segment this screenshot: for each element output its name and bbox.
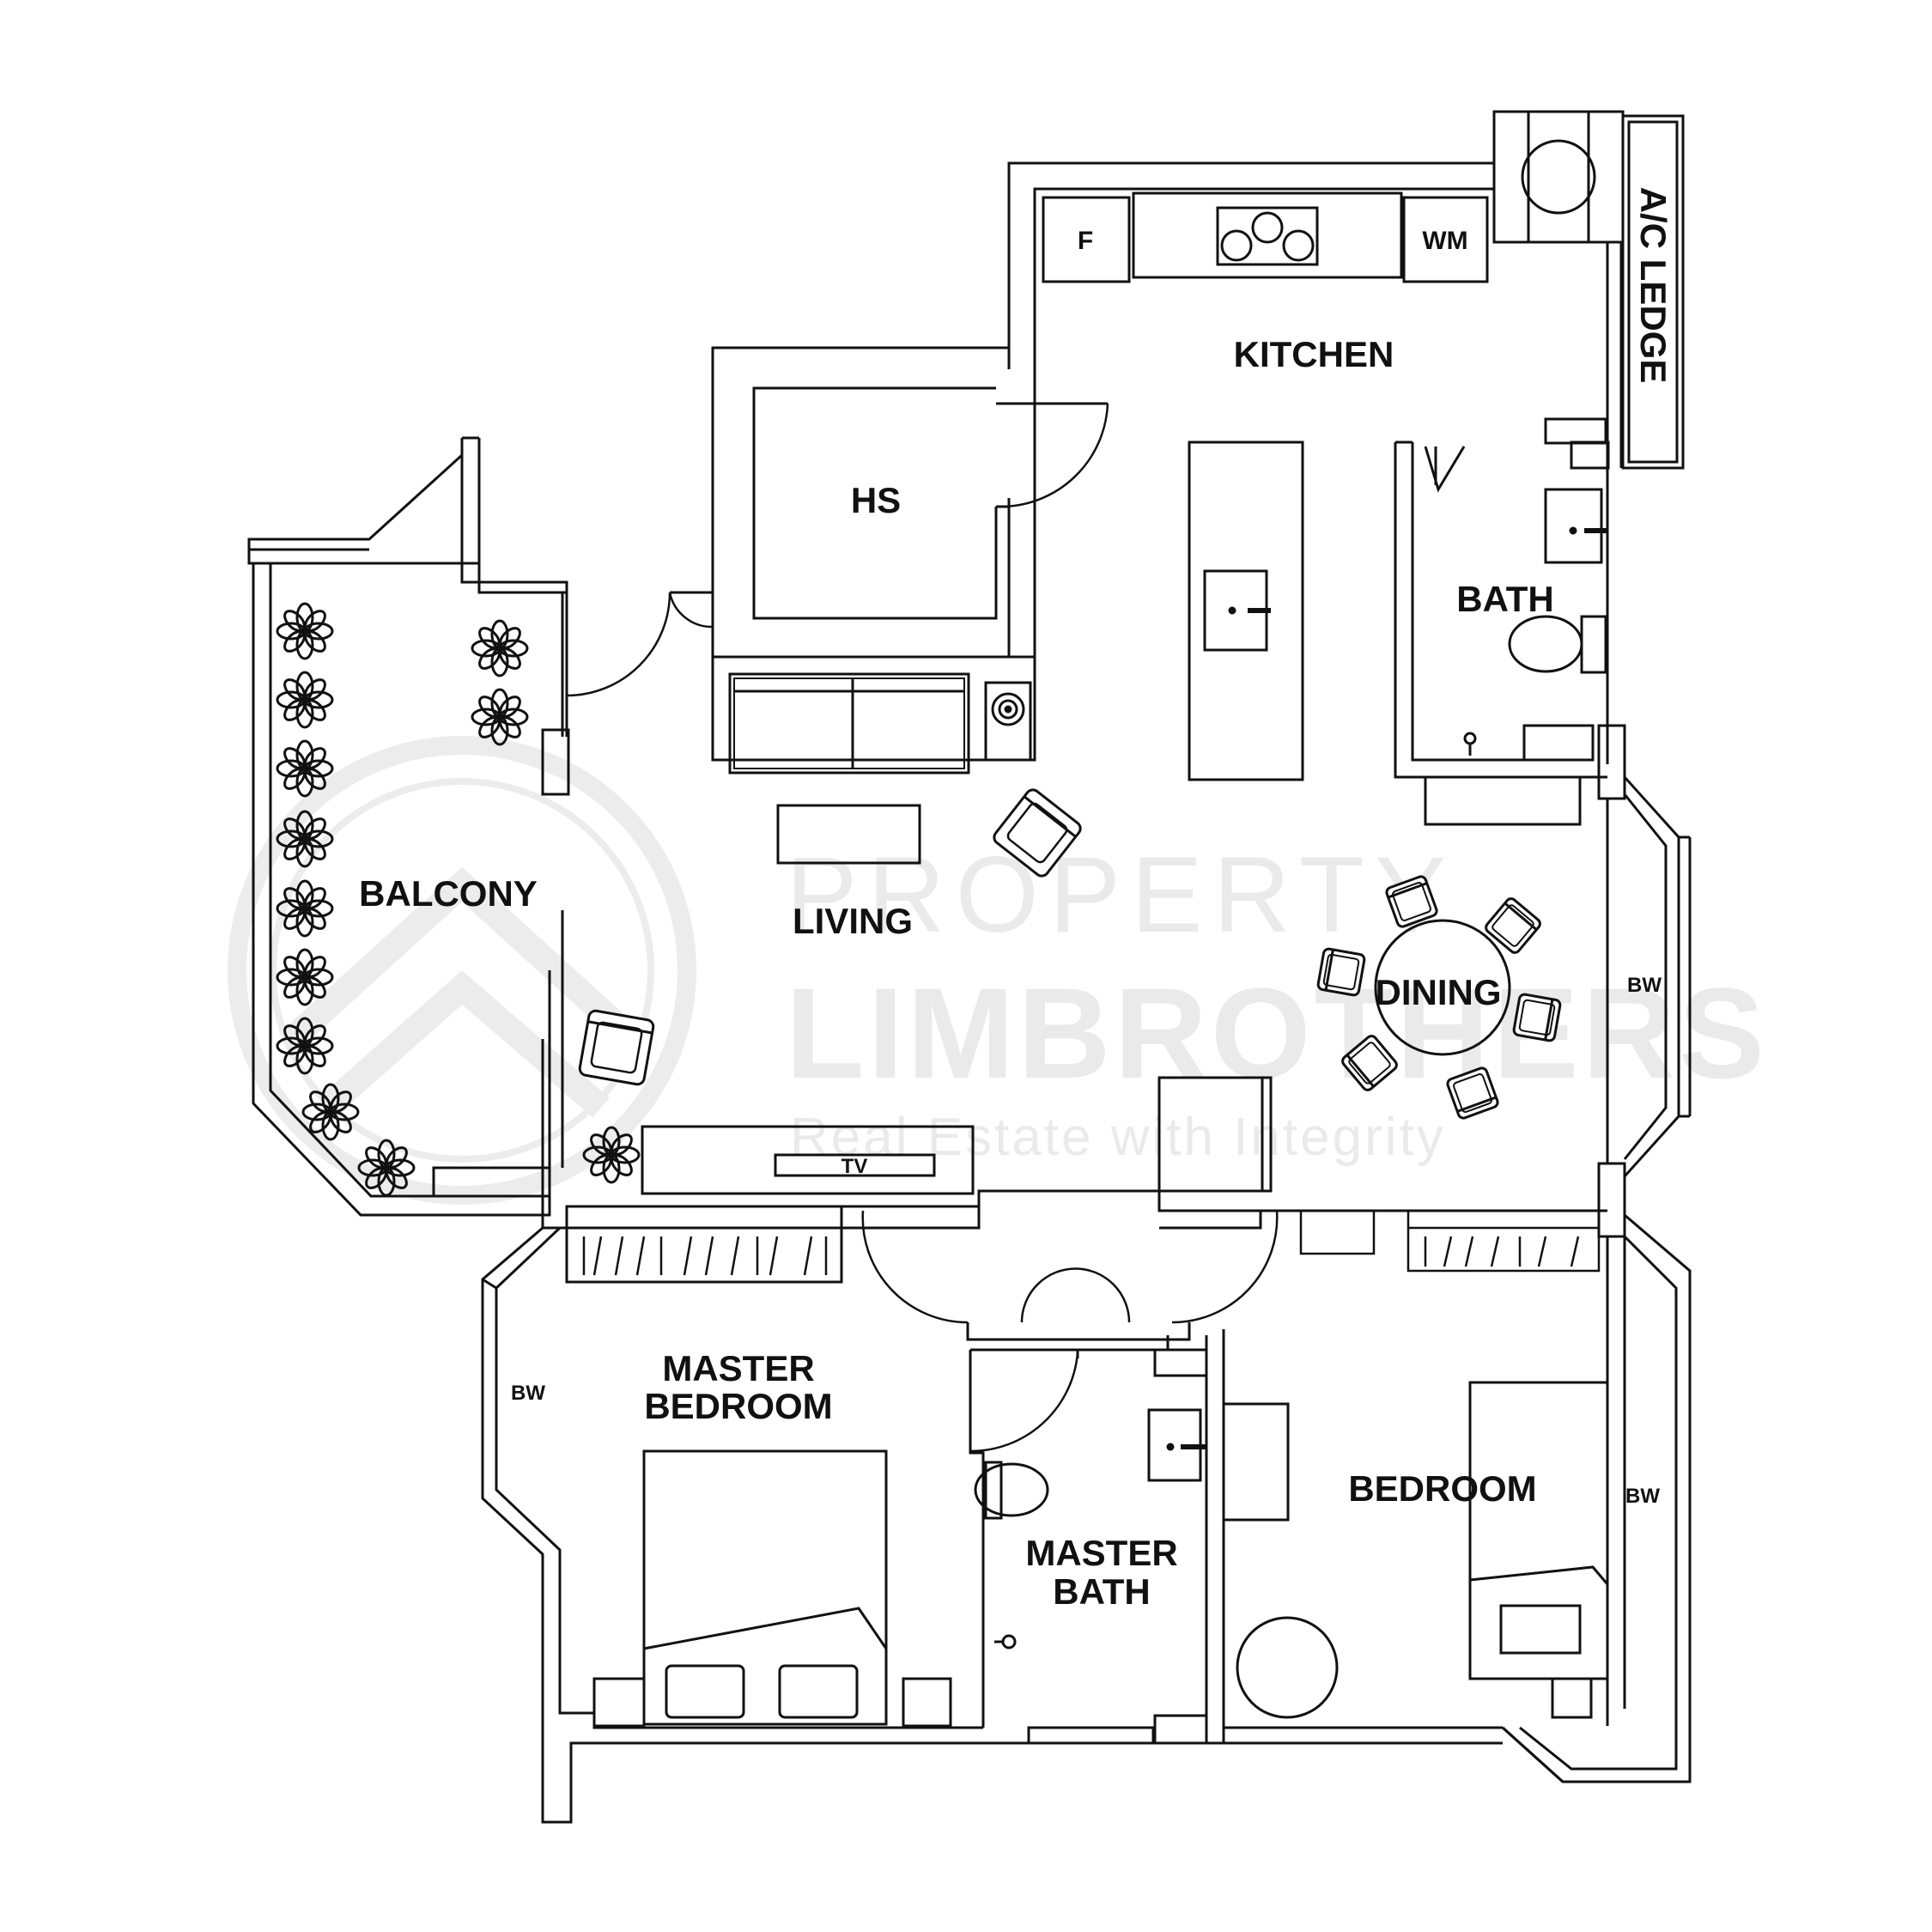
pillow xyxy=(665,1664,745,1719)
dining-table xyxy=(1374,919,1511,1056)
toilet-icon xyxy=(974,1462,1049,1517)
washing-machine xyxy=(1402,196,1489,283)
walls xyxy=(247,110,1692,1824)
armchair xyxy=(577,1008,656,1087)
plant-icon xyxy=(276,671,334,729)
bath-fixtures xyxy=(1463,488,1607,756)
stove-burner xyxy=(1251,211,1284,244)
bay-window-master-label: BW xyxy=(511,1382,545,1405)
toilet-icon xyxy=(1508,615,1583,673)
room-labels: KITCHEN HS BATH BALCONY LIVING DINING MA… xyxy=(359,187,1674,1612)
master-bedroom-label-line2: BEDROOM xyxy=(644,1386,832,1426)
coffee-table xyxy=(776,804,921,865)
dining-chair xyxy=(1511,992,1563,1043)
watermark: PROPERTY LIMBROTHERS Real Estate with In… xyxy=(228,736,1768,1205)
tv-label: TV xyxy=(841,1155,868,1178)
kitchen-label: KITCHEN xyxy=(1234,334,1394,374)
master-bath-label-line2: BATH xyxy=(1053,1571,1151,1612)
bedside-table xyxy=(902,1677,952,1728)
bedside-table xyxy=(592,1677,646,1728)
watermark-tagline: Real Estate with Integrity xyxy=(790,1108,1446,1167)
hs-label: HS xyxy=(851,480,901,520)
stove-burner xyxy=(1282,229,1315,262)
side-table xyxy=(984,681,1032,762)
master-bedroom-fixtures xyxy=(592,1449,952,1728)
study-desk xyxy=(1222,1402,1290,1522)
stove-burner xyxy=(1220,229,1253,262)
master-bath-label-line1: MASTER xyxy=(1025,1533,1177,1573)
plant-icon xyxy=(276,739,334,798)
dining-chair xyxy=(1482,895,1544,957)
master-bed xyxy=(642,1449,888,1726)
counter xyxy=(1132,191,1403,279)
fridge-label: F xyxy=(1078,227,1093,255)
watermark-line2: LIMBROTHERS xyxy=(786,961,1768,1105)
single-bed xyxy=(1468,1381,1609,1680)
living-fixtures xyxy=(577,672,1264,1195)
dining-chair xyxy=(1315,946,1367,998)
ac-ledge-label: A/C LEDGE xyxy=(1633,187,1674,384)
watermark-line1: PROPERTY xyxy=(786,835,1456,955)
balcony-label: BALCONY xyxy=(359,873,538,914)
bedroom-fixtures xyxy=(1222,1381,1609,1719)
sink-drain xyxy=(1228,606,1236,615)
fixture-labels: F WM TV BW BW BW xyxy=(511,227,1662,1508)
master-bath-fixtures xyxy=(974,1408,1206,1649)
tv xyxy=(774,1153,936,1177)
kitchen-island xyxy=(1188,440,1304,781)
dining-label: DINING xyxy=(1376,972,1502,1012)
bath-sink xyxy=(1544,488,1603,564)
bedroom-label: BEDROOM xyxy=(1348,1468,1536,1509)
stove xyxy=(1216,206,1319,266)
kitchen-fixtures xyxy=(1042,191,1489,781)
wardrobes xyxy=(582,1209,1601,1276)
washing-machine-label: WM xyxy=(1422,227,1467,255)
shower-icon xyxy=(1001,1634,1017,1649)
pillow xyxy=(1499,1604,1582,1655)
living-label: LIVING xyxy=(793,901,913,941)
bath-label: BATH xyxy=(1456,579,1554,619)
bay-window-bedroom-label: BW xyxy=(1625,1485,1660,1508)
dining-fixtures xyxy=(1315,873,1563,1121)
cabinet xyxy=(1157,1076,1264,1193)
plant-icon xyxy=(276,602,334,660)
pillow xyxy=(778,1664,859,1719)
plant-icon xyxy=(471,619,529,677)
tv-console xyxy=(641,1125,975,1195)
plant-icon xyxy=(471,688,529,746)
sofa xyxy=(728,672,970,775)
round-rug xyxy=(1236,1616,1339,1719)
ac-ledge xyxy=(1621,114,1685,470)
shower-icon xyxy=(1463,732,1477,745)
fridge xyxy=(1042,196,1131,283)
master-bedroom-label-line1: MASTER xyxy=(662,1348,814,1388)
bay-window-living-label: BW xyxy=(1627,974,1662,997)
plant-icon xyxy=(276,948,334,1006)
